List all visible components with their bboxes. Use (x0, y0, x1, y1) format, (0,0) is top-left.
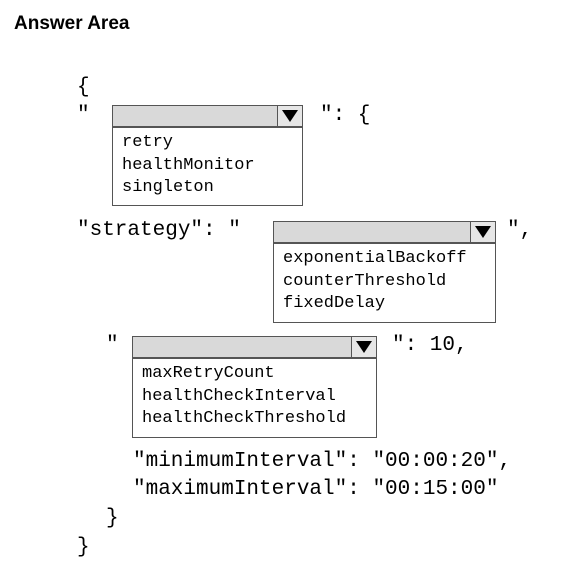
property-dropdown[interactable] (132, 336, 377, 358)
value-ten-text: ": 10, (392, 334, 468, 357)
option-exponentialbackoff[interactable]: exponentialBackoff (283, 249, 467, 268)
option-healthmonitor[interactable]: healthMonitor (122, 155, 255, 175)
strategy-options: exponentialBackoff counterThreshold fixe… (273, 243, 496, 323)
answer-area-heading: Answer Area (14, 13, 130, 34)
colon-brace-text: ": { (320, 104, 371, 127)
chevron-down-icon (475, 226, 491, 238)
minimum-interval-line: "minimumInterval": "00:00:20", (133, 450, 512, 473)
option-retry[interactable]: retry (122, 133, 174, 152)
strategy-close-text: ", (507, 219, 533, 242)
section-name-dropdown[interactable] (112, 105, 303, 127)
strategy-key-text: "strategy": " (77, 219, 241, 242)
outer-close-brace: } (77, 536, 90, 559)
quote-open-1: " (77, 104, 90, 127)
option-maxretrycount[interactable]: maxRetryCount (142, 364, 275, 383)
section-name-options: retry healthMonitor singleton (112, 127, 303, 206)
outer-open-brace: { (77, 76, 90, 99)
strategy-dropdown[interactable] (273, 221, 496, 243)
property-options: maxRetryCount healthCheckInterval health… (132, 358, 377, 438)
option-counterthreshold[interactable]: counterThreshold (283, 271, 447, 291)
dropdown-arrow-button-1[interactable] (277, 106, 302, 126)
inner-close-brace: } (106, 507, 119, 530)
quote-open-3: " (106, 334, 119, 357)
dropdown-arrow-button-3[interactable] (351, 337, 376, 357)
maximum-interval-line: "maximumInterval": "00:15:00" (133, 478, 499, 501)
option-singleton[interactable]: singleton (122, 178, 214, 197)
dropdown-arrow-button-2[interactable] (470, 222, 495, 242)
option-healthcheckthreshold[interactable]: healthCheckThreshold (142, 409, 347, 428)
chevron-down-icon (356, 341, 372, 353)
option-fixeddelay[interactable]: fixedDelay (283, 294, 386, 313)
option-healthcheckinterval[interactable]: healthCheckInterval (142, 386, 336, 406)
chevron-down-icon (282, 110, 298, 122)
